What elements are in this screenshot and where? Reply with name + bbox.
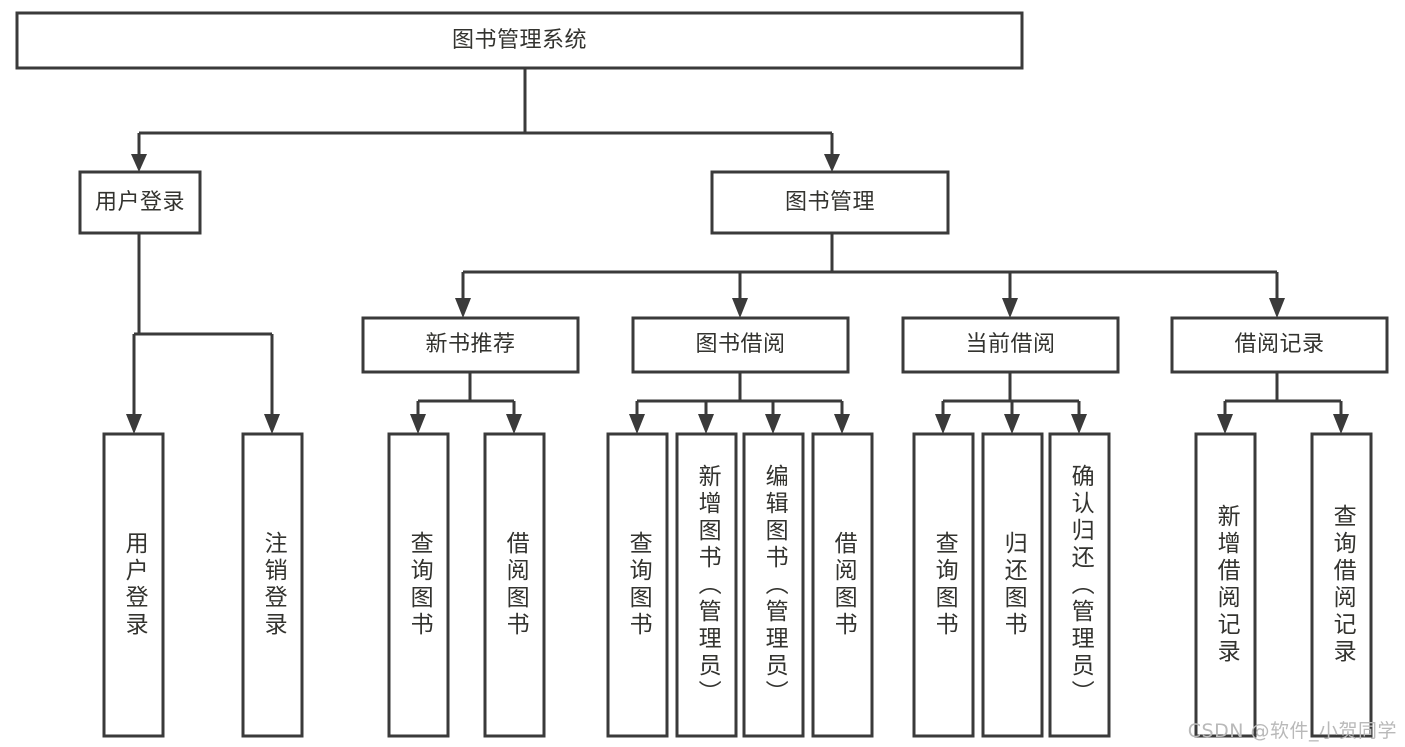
arrow-book-manage-to-book-borrow (732, 298, 748, 318)
node-box-borrow-record[interactable] (1170, 316, 1389, 374)
node-box-current-borrow[interactable] (901, 316, 1120, 374)
node-box-root[interactable] (15, 11, 1024, 70)
arrow-book-borrow-child-4 (834, 414, 850, 434)
arrow-root-to-user-login (131, 154, 147, 172)
arrow-user-login-child-1 (126, 414, 142, 434)
node-box-new-book-recommend[interactable] (361, 316, 580, 374)
arrow-book-borrow-child-1 (629, 414, 645, 434)
node-box-user-login[interactable] (78, 170, 202, 235)
arrow-book-manage-to-current-borrow (1002, 298, 1018, 318)
arrow-book-manage-to-new-book (455, 298, 471, 318)
node-box-leaf-current-borrow-3[interactable] (1048, 432, 1111, 738)
node-box-book-borrow[interactable] (631, 316, 850, 374)
node-box-book-manage[interactable] (710, 170, 950, 235)
arrow-new-book-child-2 (506, 414, 522, 434)
arrow-borrow-record-child-2 (1333, 414, 1349, 434)
node-box-leaf-book-borrow-2[interactable] (675, 432, 738, 738)
arrow-current-borrow-child-1 (935, 414, 951, 434)
node-box-leaf-current-borrow-2[interactable] (981, 432, 1044, 738)
node-box-leaf-borrow-record-1[interactable] (1194, 432, 1257, 738)
node-box-leaf-current-borrow-1[interactable] (912, 432, 975, 738)
arrow-root-to-book-manage (824, 154, 840, 172)
node-box-leaf-borrow-record-2[interactable] (1310, 432, 1373, 738)
node-box-leaf-user-login-2[interactable] (241, 432, 304, 738)
node-box-leaf-new-book-1[interactable] (387, 432, 450, 738)
node-box-leaf-user-login-1[interactable] (102, 432, 165, 738)
node-box-leaf-book-borrow-4[interactable] (811, 432, 874, 738)
arrow-borrow-record-child-1 (1217, 414, 1233, 434)
arrow-new-book-child-1 (410, 414, 426, 434)
arrow-book-manage-to-borrow-record (1269, 298, 1285, 318)
arrow-book-borrow-child-3 (765, 414, 781, 434)
node-box-leaf-book-borrow-1[interactable] (606, 432, 669, 738)
arrow-user-login-child-2 (264, 414, 280, 434)
node-box-leaf-book-borrow-3[interactable] (742, 432, 805, 738)
node-box-leaf-new-book-2[interactable] (483, 432, 546, 738)
watermark-text: CSDN @软件_小贺同学 (1187, 720, 1397, 742)
arrow-current-borrow-child-2 (1004, 414, 1020, 434)
arrow-current-borrow-child-3 (1071, 414, 1087, 434)
arrow-book-borrow-child-2 (698, 414, 714, 434)
